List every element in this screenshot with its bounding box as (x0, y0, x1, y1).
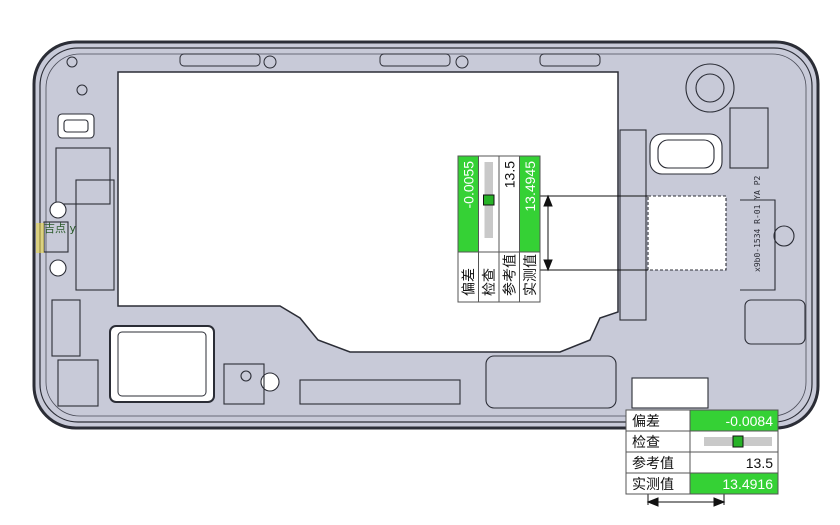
callout-value: 13.4916 (722, 476, 773, 492)
callout-row: 偏差 -0.0084 (625, 409, 779, 432)
callout-value: -0.0084 (726, 413, 774, 429)
part-marking-text: x9b0-1534 R-01 YA P2 (753, 175, 762, 272)
callout-label: 偏差 (462, 268, 478, 296)
left-components (43, 113, 461, 407)
top-details (66, 53, 601, 96)
callout-row: 参考值 13.5 (498, 155, 520, 303)
callout-row: 检查 (625, 430, 779, 453)
callout-label: 参考值 (502, 254, 519, 296)
callout-row: 参考值 13.5 (625, 451, 779, 474)
callout-label: 偏差 (632, 414, 660, 430)
callout-row: 实测值 13.4945 (519, 155, 541, 303)
axis-tag: 吉点 y (36, 222, 76, 253)
callout-row: 实测值 13.4916 (625, 472, 779, 495)
callout-value: -0.0055 (461, 161, 477, 209)
callout-label: 实测值 (632, 477, 674, 493)
check-indicator-marker (483, 194, 495, 206)
callout-label: 实测值 (523, 254, 539, 296)
callout-value: 13.5 (502, 161, 518, 188)
callout-row: 偏差 -0.0055 (457, 155, 479, 303)
callout-value: 13.5 (746, 455, 773, 471)
axis-tag-text: 吉点 y (44, 222, 76, 235)
callout-label: 参考值 (632, 455, 674, 472)
callout-label: 检查 (482, 268, 498, 296)
callout-row: 检查 (478, 155, 500, 303)
callout-value: 13.4945 (522, 161, 538, 212)
check-indicator-marker (732, 435, 744, 448)
dimension-vertical (540, 194, 648, 272)
part-marking-stamp: x9b0-1534 R-01 YA P2 (753, 175, 762, 272)
right-components (485, 63, 806, 409)
callout-label: 检查 (632, 435, 660, 451)
callout-vertical: 偏差 -0.0055 检查参考值 13.5 实测值 13.4945 (457, 155, 541, 303)
